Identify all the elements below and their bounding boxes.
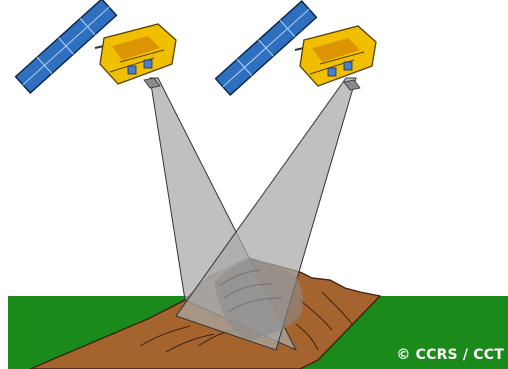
copyright-credit: © CCRS / CCT bbox=[396, 347, 504, 363]
satellite-icon bbox=[216, 1, 376, 95]
left-satellite bbox=[16, 0, 176, 93]
right-satellite bbox=[216, 1, 376, 95]
satellite-icon bbox=[16, 0, 176, 93]
